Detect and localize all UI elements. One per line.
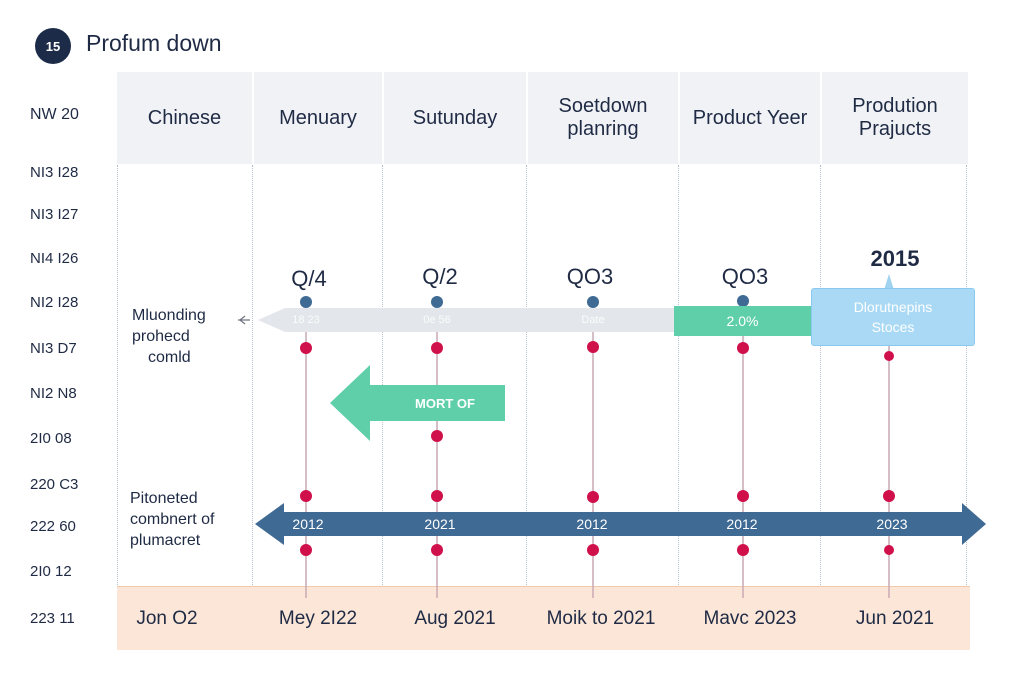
row-label: NI3 I27 [30, 206, 79, 223]
quarter-marker [737, 295, 749, 307]
column-header-2: Menuary [279, 106, 357, 129]
upper-arrow-label: Date [581, 314, 605, 326]
event-marker [587, 491, 599, 503]
quarter-marker [431, 296, 443, 308]
step-badge: 15 [35, 28, 71, 64]
event-marker [587, 544, 599, 556]
row-label: NI2 I28 [30, 294, 79, 311]
side-label-line: combnert of [130, 511, 215, 528]
upper-side-label: Mluonding prohecd comld [132, 305, 206, 368]
grid-line [526, 165, 527, 585]
footer-date-1: Jon O2 [136, 607, 198, 629]
side-label-line: Pitoneted [130, 490, 198, 507]
quarter-label: Q/2 [422, 264, 458, 289]
header-row [117, 72, 968, 164]
event-marker [300, 544, 312, 556]
footer-row [117, 587, 970, 650]
percentage-box: 2.0% [674, 306, 811, 336]
footer-date-2: Mey 2I22 [278, 607, 358, 629]
callout-line: Stoces [871, 319, 915, 335]
side-label-line: Mluonding [132, 307, 206, 324]
grid-line [966, 165, 967, 585]
event-marker [431, 342, 443, 354]
event-marker [587, 341, 599, 353]
lower-side-label: Pitoneted combnert of plumacret [130, 488, 214, 551]
event-marker [431, 544, 443, 556]
upper-arrow-label: 18 23 [292, 314, 320, 326]
column-header-6: Prodution Prajucts [852, 95, 938, 140]
event-marker [300, 342, 312, 354]
upper-arrow-label: 0e 56 [423, 314, 451, 326]
lower-arrow [255, 503, 986, 545]
quarter-marker [300, 296, 312, 308]
quarter-marker [587, 296, 599, 308]
callout-box: Dlorutnepins Stoces [811, 288, 975, 346]
event-marker [300, 490, 312, 502]
event-marker [884, 351, 894, 361]
teal-arrow-label: MORT OF [415, 396, 475, 411]
event-marker [431, 490, 443, 502]
event-marker [737, 490, 749, 502]
row-label: 2I0 08 [30, 430, 72, 447]
row-label: NW 20 [30, 106, 79, 123]
upper-arrow [258, 308, 676, 332]
column-header-4: Soetdown planring [558, 95, 648, 140]
footer-date-4: Moik to 2021 [546, 607, 656, 629]
event-marker [737, 544, 749, 556]
page-title: Profum down [86, 30, 222, 56]
year-label: 2015 [870, 246, 920, 271]
row-label: NI3 D7 [30, 340, 77, 357]
lower-arrow-year: 2012 [292, 516, 324, 532]
event-marker [737, 342, 749, 354]
column-header-3: Sutunday [412, 106, 498, 129]
column-separator [678, 72, 680, 164]
column-header-1: Chinese [147, 106, 222, 129]
grid-line [820, 165, 821, 585]
row-label: NI3 I28 [30, 164, 79, 181]
row-label: 2I0 12 [30, 563, 72, 580]
row-label: NI4 I26 [30, 250, 79, 267]
quarter-label: Q/4 [291, 266, 327, 291]
event-marker [431, 430, 443, 442]
teal-arrow [330, 365, 505, 441]
quarter-label: QO3 [721, 264, 769, 289]
grid-line [252, 165, 253, 585]
lower-arrow-year: 2012 [576, 516, 608, 532]
column-separator [820, 72, 822, 164]
quarter-label: QO3 [566, 264, 614, 289]
callout-line: Dlorutnepins [853, 299, 933, 315]
row-label: 220 C3 [30, 476, 79, 493]
footer-date-3: Aug 2021 [414, 607, 496, 629]
side-label-line: comld [148, 349, 191, 366]
grid-line [678, 165, 679, 585]
event-marker [884, 545, 894, 555]
column-separator [382, 72, 384, 164]
footer-date-5: Mavc 2023 [703, 607, 797, 629]
row-label: 222 60 [30, 518, 76, 535]
footer-divider [117, 586, 970, 587]
lower-arrow-year: 2012 [726, 516, 758, 532]
row-label: NI2 N8 [30, 385, 77, 402]
row-label: 223 11 [30, 610, 75, 627]
side-label-line: prohecd [132, 328, 190, 345]
event-marker [883, 490, 895, 502]
small-pointer-head [239, 315, 246, 325]
lower-arrow-year: 2021 [424, 516, 456, 532]
grid-line [117, 165, 118, 585]
column-header-5: Product Yeer [692, 106, 808, 129]
lower-arrow-year: 2023 [876, 516, 908, 532]
column-separator [526, 72, 528, 164]
footer-date-6: Jun 2021 [855, 607, 935, 629]
column-separator [252, 72, 254, 164]
side-label-line: plumacret [130, 532, 201, 549]
grid-line [382, 165, 383, 585]
callout-pointer [884, 274, 894, 290]
